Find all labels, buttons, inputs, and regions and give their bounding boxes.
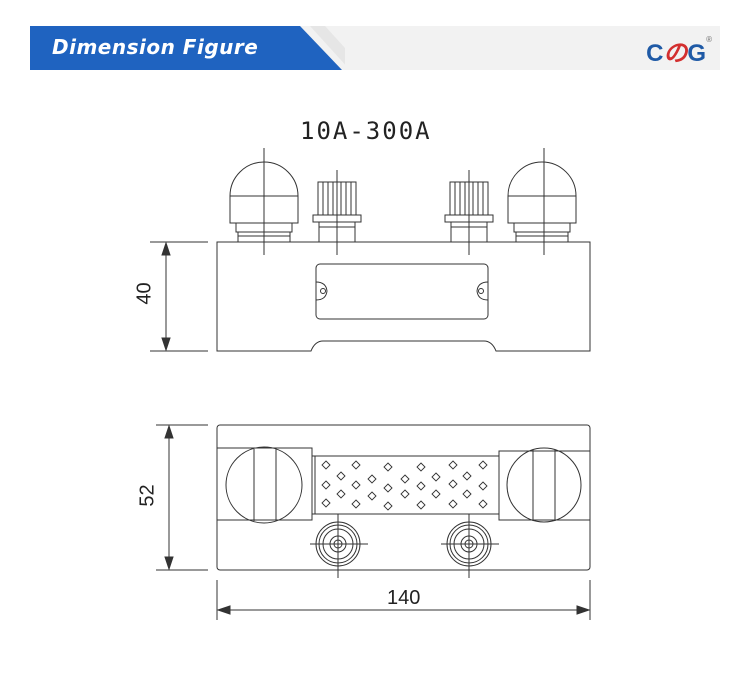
brand-logo: CのG® — [646, 33, 712, 68]
mesh-pattern — [321, 460, 488, 511]
title-banner: Dimension Figure — [30, 26, 345, 70]
top-view — [156, 424, 591, 620]
depth-dimension-label: 52 — [136, 484, 159, 507]
model-range-label: 10A-300A — [300, 117, 432, 145]
page-title: Dimension Figure — [52, 35, 259, 59]
logo-letter-g: G — [687, 40, 707, 67]
front-view — [150, 148, 591, 352]
banner-shape — [30, 26, 345, 70]
sense-terminal-right — [441, 514, 499, 578]
sense-terminal-left — [310, 514, 368, 578]
logo-letter-c: C — [646, 40, 664, 67]
registered-mark: ® — [706, 35, 712, 44]
logo-letter-o: の — [663, 40, 688, 67]
width-dimension-label: 140 — [387, 587, 421, 609]
height-dimension-label: 40 — [133, 282, 156, 305]
